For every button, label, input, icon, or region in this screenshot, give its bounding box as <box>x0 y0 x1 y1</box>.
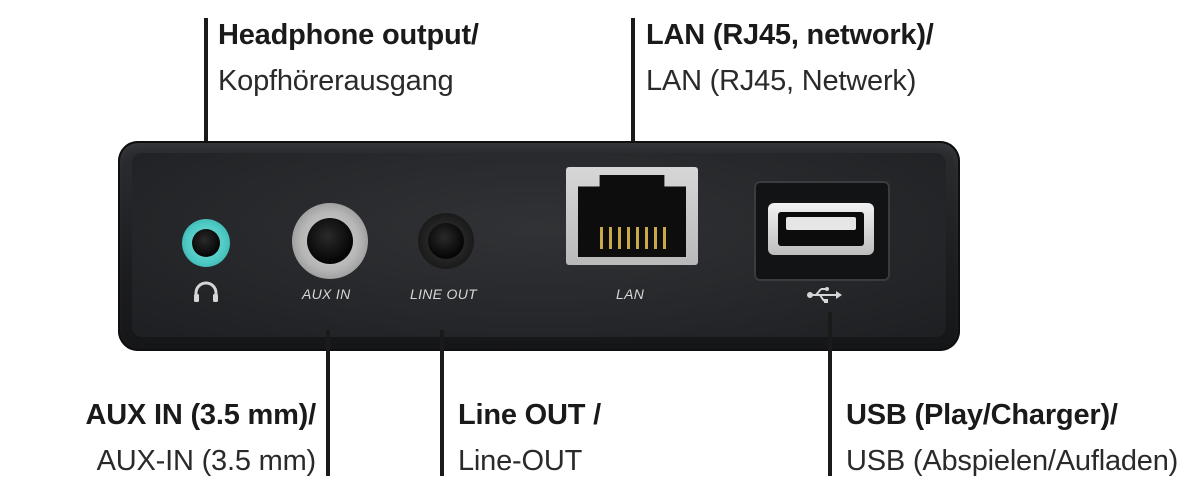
headphone-callout-title: Headphone output/ <box>218 19 479 51</box>
line-out-callout-subtitle: Line-OUT <box>458 445 583 477</box>
lan-leader-line <box>631 18 635 208</box>
lan-callout-title: LAN (RJ45, network)/ <box>646 19 934 51</box>
usb-port-frame <box>754 181 890 281</box>
line-out-port-label: LINE OUT <box>410 286 477 302</box>
line-out-leader-line <box>440 330 444 476</box>
device-back-panel: AUX IN LINE OUT LAN <box>118 141 960 351</box>
aux-in-jack <box>307 218 353 264</box>
usb-port-tongue <box>786 217 856 230</box>
aux-in-port-label: AUX IN <box>302 286 351 302</box>
usb-leader-line <box>828 312 832 476</box>
usb-port-opening <box>778 212 864 246</box>
aux-in-callout-subtitle: AUX-IN (3.5 mm) <box>96 445 317 477</box>
line-out-jack <box>428 223 464 259</box>
usb-icon <box>807 287 842 303</box>
headphone-icon <box>194 281 218 302</box>
aux-in-leader-line <box>326 330 330 476</box>
lan-port <box>566 167 698 265</box>
lan-callout-subtitle: LAN (RJ45, Netwerk) <box>646 65 917 97</box>
line-out-callout-title: Line OUT / <box>458 399 602 431</box>
lan-socket <box>578 175 686 257</box>
usb-callout-title: USB (Play/Charger)/ <box>846 399 1118 431</box>
usb-callout-subtitle: USB (Abspielen/Aufladen) <box>846 445 1179 477</box>
aux-in-callout-title: AUX IN (3.5 mm)/ <box>85 399 317 431</box>
headphone-callout-subtitle: Kopfhörerausgang <box>218 65 454 97</box>
lan-pins <box>600 227 666 249</box>
lan-port-label: LAN <box>616 286 645 302</box>
headphone-jack <box>192 229 220 257</box>
headphone-leader-line <box>204 18 208 208</box>
usb-port <box>768 203 874 255</box>
